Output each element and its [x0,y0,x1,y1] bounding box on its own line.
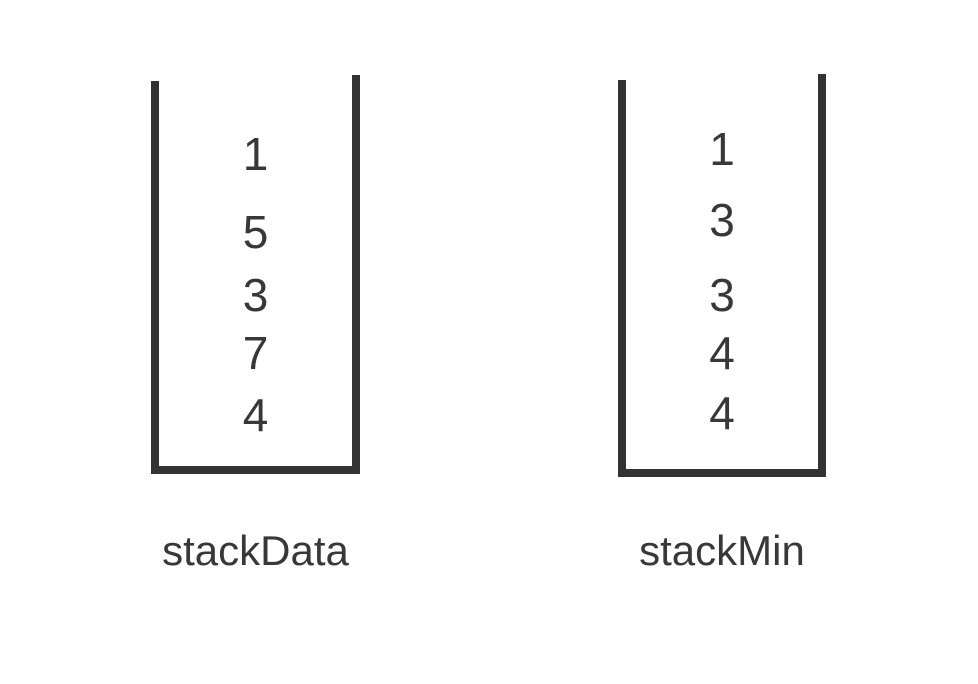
stack-value: 1 [242,128,269,180]
stack-value: 1 [709,123,735,175]
stack-wall-left [618,80,626,477]
stack-container-stackmin: 1 3 3 4 4 [618,74,826,477]
stack-value: 4 [709,327,735,379]
stack-value: 3 [709,194,735,246]
stack-wall-right [352,75,360,474]
stack-container-stackdata: 1 5 3 7 4 [151,75,360,474]
stack-wall-base [151,466,360,474]
stack-value: 7 [242,327,269,379]
stack-value: 3 [242,269,269,321]
stack-value: 3 [709,269,735,321]
stack-value: 4 [242,389,269,441]
stack-wall-right [818,74,826,477]
stack-wall-left [151,81,159,474]
stack-label-stackdata: stackData [162,527,349,574]
stack-value: 4 [709,387,735,439]
stack-label-stackmin: stackMin [639,527,805,574]
stack-wall-base [618,469,826,477]
stack-value: 5 [242,206,269,258]
